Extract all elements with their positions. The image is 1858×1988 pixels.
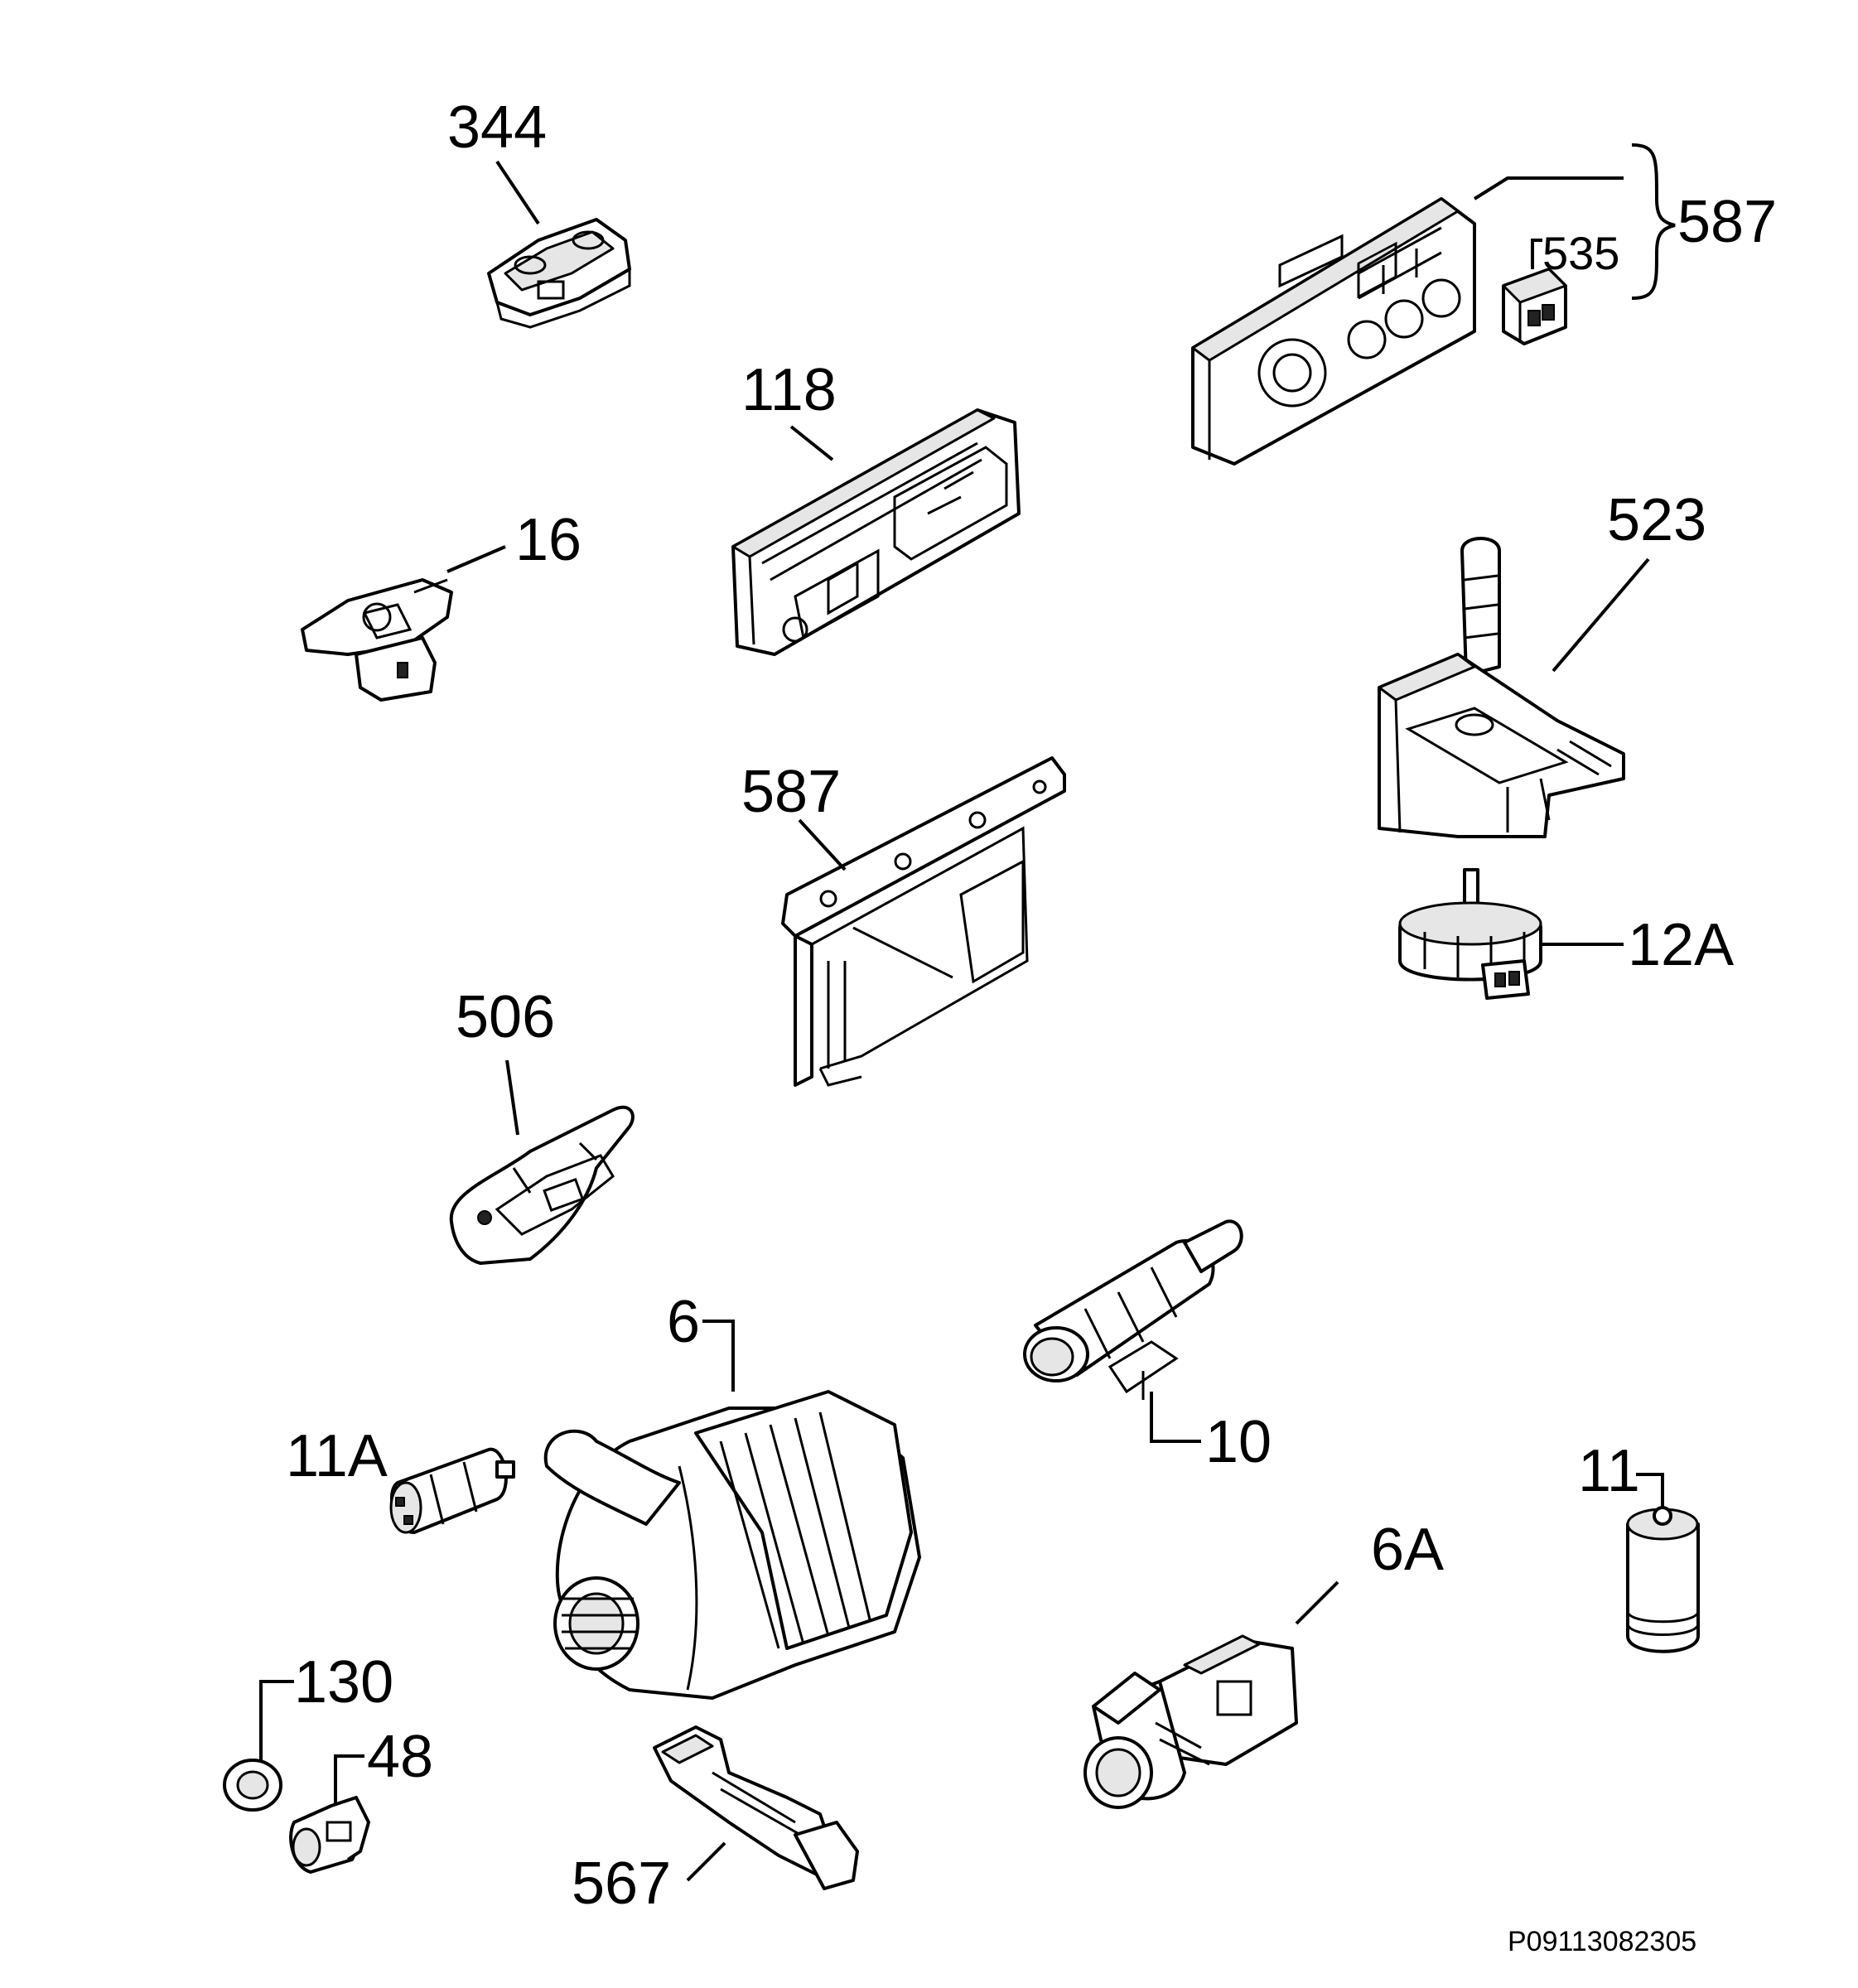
- leader-523: [1552, 557, 1650, 673]
- part-535: [1502, 268, 1567, 345]
- label-523: 523: [1607, 487, 1706, 553]
- label-16: 16: [515, 507, 582, 573]
- leader-567: [686, 1841, 726, 1882]
- part-523: [1378, 537, 1625, 838]
- part-11: [1626, 1506, 1700, 1653]
- label-10: 10: [1205, 1409, 1272, 1475]
- brace-587a: [1631, 143, 1676, 300]
- part-48: [289, 1796, 370, 1874]
- label-587a: 587: [1677, 189, 1777, 255]
- part-587-control-panel: [1191, 197, 1476, 466]
- leader-587b: [798, 818, 847, 871]
- leader-16: [446, 545, 506, 573]
- label-587b: 587: [741, 759, 841, 825]
- leader-118: [789, 425, 834, 461]
- label-118: 118: [741, 357, 837, 423]
- label-344: 344: [447, 94, 547, 161]
- leader-130: [259, 1680, 294, 1760]
- drawing-code: P09113082305: [1508, 1926, 1696, 1957]
- label-6a: 6A: [1371, 1517, 1444, 1583]
- leader-6: [702, 1320, 735, 1392]
- leader-10: [1150, 1392, 1201, 1443]
- part-10: [1023, 1219, 1243, 1400]
- label-567: 567: [572, 1850, 671, 1917]
- part-6a: [1083, 1634, 1298, 1809]
- label-11a: 11A: [286, 1423, 388, 1489]
- part-344: [487, 218, 631, 329]
- leader-48: [334, 1754, 364, 1806]
- label-11: 11: [1578, 1438, 1640, 1504]
- leader-535: [1531, 239, 1542, 269]
- part-587-bracket: [781, 756, 1066, 1087]
- part-130: [223, 1759, 282, 1812]
- part-11a: [389, 1447, 515, 1534]
- label-535: 535: [1542, 227, 1619, 279]
- part-118: [731, 408, 1021, 656]
- leader-344: [495, 160, 540, 225]
- leader-11: [1636, 1473, 1664, 1508]
- label-48: 48: [367, 1724, 433, 1790]
- leader-587a: [1473, 176, 1624, 200]
- part-16: [301, 578, 453, 702]
- part-12a: [1398, 868, 1542, 1000]
- label-6: 6: [667, 1289, 700, 1355]
- leader-6a: [1295, 1580, 1339, 1625]
- part-6: [543, 1390, 921, 1700]
- part-506: [449, 1105, 635, 1265]
- label-12a: 12A: [1628, 912, 1734, 978]
- label-506: 506: [456, 984, 555, 1050]
- label-130: 130: [294, 1649, 393, 1715]
- part-567: [653, 1725, 859, 1890]
- leader-506: [505, 1059, 519, 1136]
